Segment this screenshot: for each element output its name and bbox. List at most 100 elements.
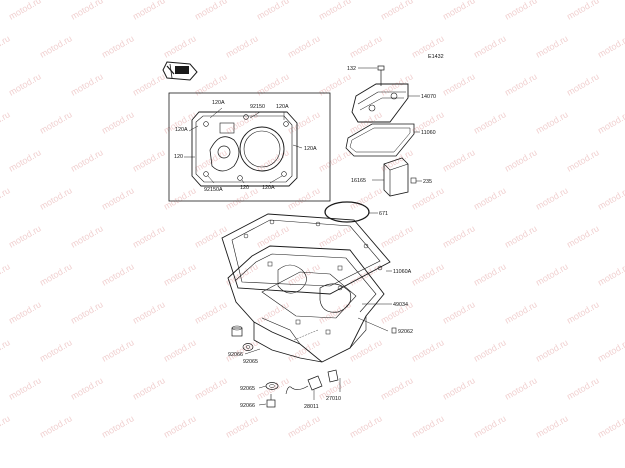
label-120a-bottom-right: 120A: [262, 185, 275, 191]
watermark-text: motod.ru: [7, 223, 43, 249]
watermark-text: motod.ru: [193, 71, 229, 97]
watermark-text: motod.ru: [255, 375, 291, 401]
watermark-text: motod.ru: [131, 223, 167, 249]
watermark-text: motod.ru: [286, 413, 322, 439]
watermark-text: motod.ru: [286, 109, 322, 135]
watermark-text: motod.ru: [69, 299, 105, 325]
watermark-text: motod.ru: [100, 413, 136, 439]
watermark-text: motod.ru: [472, 337, 508, 363]
watermark-text: motod.ru: [441, 71, 477, 97]
watermark-text: motod.ru: [472, 185, 508, 211]
watermark-text: motod.ru: [348, 33, 384, 59]
watermark-text: motod.ru: [0, 413, 12, 439]
watermark-text: motod.ru: [100, 109, 136, 135]
watermark-text: motod.ru: [100, 33, 136, 59]
watermark-text: motod.ru: [0, 185, 12, 211]
watermark-text: motod.ru: [565, 0, 601, 22]
watermark-text: motod.ru: [503, 71, 539, 97]
label-671: 671: [379, 211, 388, 217]
label-14070: 14070: [421, 94, 436, 100]
watermark-text: motod.ru: [472, 33, 508, 59]
watermark-text: motod.ru: [131, 299, 167, 325]
label-120a-right: 120A: [304, 146, 317, 152]
watermark-text: motod.ru: [410, 185, 446, 211]
oil-pan: [227, 245, 392, 363]
label-11060a: 11060A: [393, 269, 412, 275]
watermark-text: motod.ru: [348, 185, 384, 211]
watermark-text: motod.ru: [534, 33, 570, 59]
watermark-text: motod.ru: [0, 33, 12, 59]
watermark-text: motod.ru: [162, 413, 198, 439]
inset-labels: 120A 92150 120A 120A 120A 120 92150A 120…: [174, 100, 317, 193]
oil-pan-gasket: [221, 213, 392, 295]
watermark-text: motod.ru: [193, 223, 229, 249]
watermark-text: motod.ru: [162, 337, 198, 363]
watermark-text: motod.ru: [596, 109, 625, 135]
watermark-text: motod.ru: [503, 0, 539, 22]
watermark-text: motod.ru: [410, 337, 446, 363]
front-arrow-icon: [162, 61, 198, 81]
watermark-text: motod.ru: [131, 147, 167, 173]
watermark-text: motod.ru: [7, 0, 43, 22]
watermark-text: motod.ru: [38, 109, 74, 135]
watermark-text: motod.ru: [38, 261, 74, 287]
label-28011: 28011: [304, 404, 319, 410]
watermark-text: motod.ru: [7, 71, 43, 97]
label-92150: 92150: [250, 104, 265, 110]
watermark-text: motod.ru: [441, 147, 477, 173]
watermark-text: motod.ru: [317, 223, 353, 249]
watermark-text: motod.ru: [7, 299, 43, 325]
watermark-layer: motod.ru motod.ru motod.ru motod.ru motod.ru…: [0, 0, 625, 440]
watermark-text: motod.ru: [534, 109, 570, 135]
label-92066-bottom: 92066: [240, 403, 255, 409]
watermark-text: motod.ru: [224, 109, 260, 135]
watermark-text: motod.ru: [348, 109, 384, 135]
watermark-text: motod.ru: [38, 337, 74, 363]
part-labels: 132 14070 11060 16165 235 671 11060A 490…: [228, 66, 436, 410]
watermark-text: motod.ru: [472, 413, 508, 439]
label-92062: 92062: [398, 329, 413, 335]
drain-plug-assembly: [231, 325, 397, 408]
watermark-text: motod.ru: [317, 0, 353, 22]
watermark-text: motod.ru: [379, 0, 415, 22]
watermark-text: motod.ru: [565, 71, 601, 97]
watermark-text: motod.ru: [131, 0, 167, 22]
watermark-text: motod.ru: [224, 413, 260, 439]
watermark-text: motod.ru: [69, 71, 105, 97]
watermark-text: motod.ru: [503, 147, 539, 173]
watermark-text: motod.ru: [534, 337, 570, 363]
watermark-text: motod.ru: [441, 375, 477, 401]
watermark-text: motod.ru: [255, 299, 291, 325]
watermark-text: motod.ru: [596, 33, 625, 59]
watermark-text: motod.ru: [565, 299, 601, 325]
label-132: 132: [347, 66, 356, 72]
watermark-text: motod.ru: [379, 71, 415, 97]
watermark-text: motod.ru: [441, 0, 477, 22]
breather-cover: [351, 65, 420, 123]
watermark-text: motod.ru: [534, 185, 570, 211]
watermark-text: motod.ru: [286, 33, 322, 59]
watermark-text: motod.ru: [565, 147, 601, 173]
watermark-text: motod.ru: [38, 413, 74, 439]
label-92066-top: 92066: [228, 352, 243, 358]
watermark-text: motod.ru: [162, 261, 198, 287]
watermark-text: motod.ru: [503, 299, 539, 325]
watermark-text: motod.ru: [317, 147, 353, 173]
watermark-text: motod.ru: [441, 299, 477, 325]
label-92065-bottom: 92065: [240, 386, 255, 392]
watermark-text: motod.ru: [100, 337, 136, 363]
label-11060: 11060: [421, 130, 436, 136]
breather-gasket: [345, 123, 420, 157]
watermark-text: motod.ru: [131, 375, 167, 401]
watermark-text: motod.ru: [193, 147, 229, 173]
inset-detail-box: [168, 92, 331, 202]
watermark-text: motod.ru: [565, 375, 601, 401]
watermark-text: motod.ru: [69, 223, 105, 249]
label-27010: 27010: [326, 396, 341, 402]
label-49034: 49034: [393, 302, 408, 308]
watermark-text: motod.ru: [441, 223, 477, 249]
watermark-text: motod.ru: [596, 261, 625, 287]
watermark-text: motod.ru: [162, 33, 198, 59]
label-235: 235: [423, 179, 432, 185]
